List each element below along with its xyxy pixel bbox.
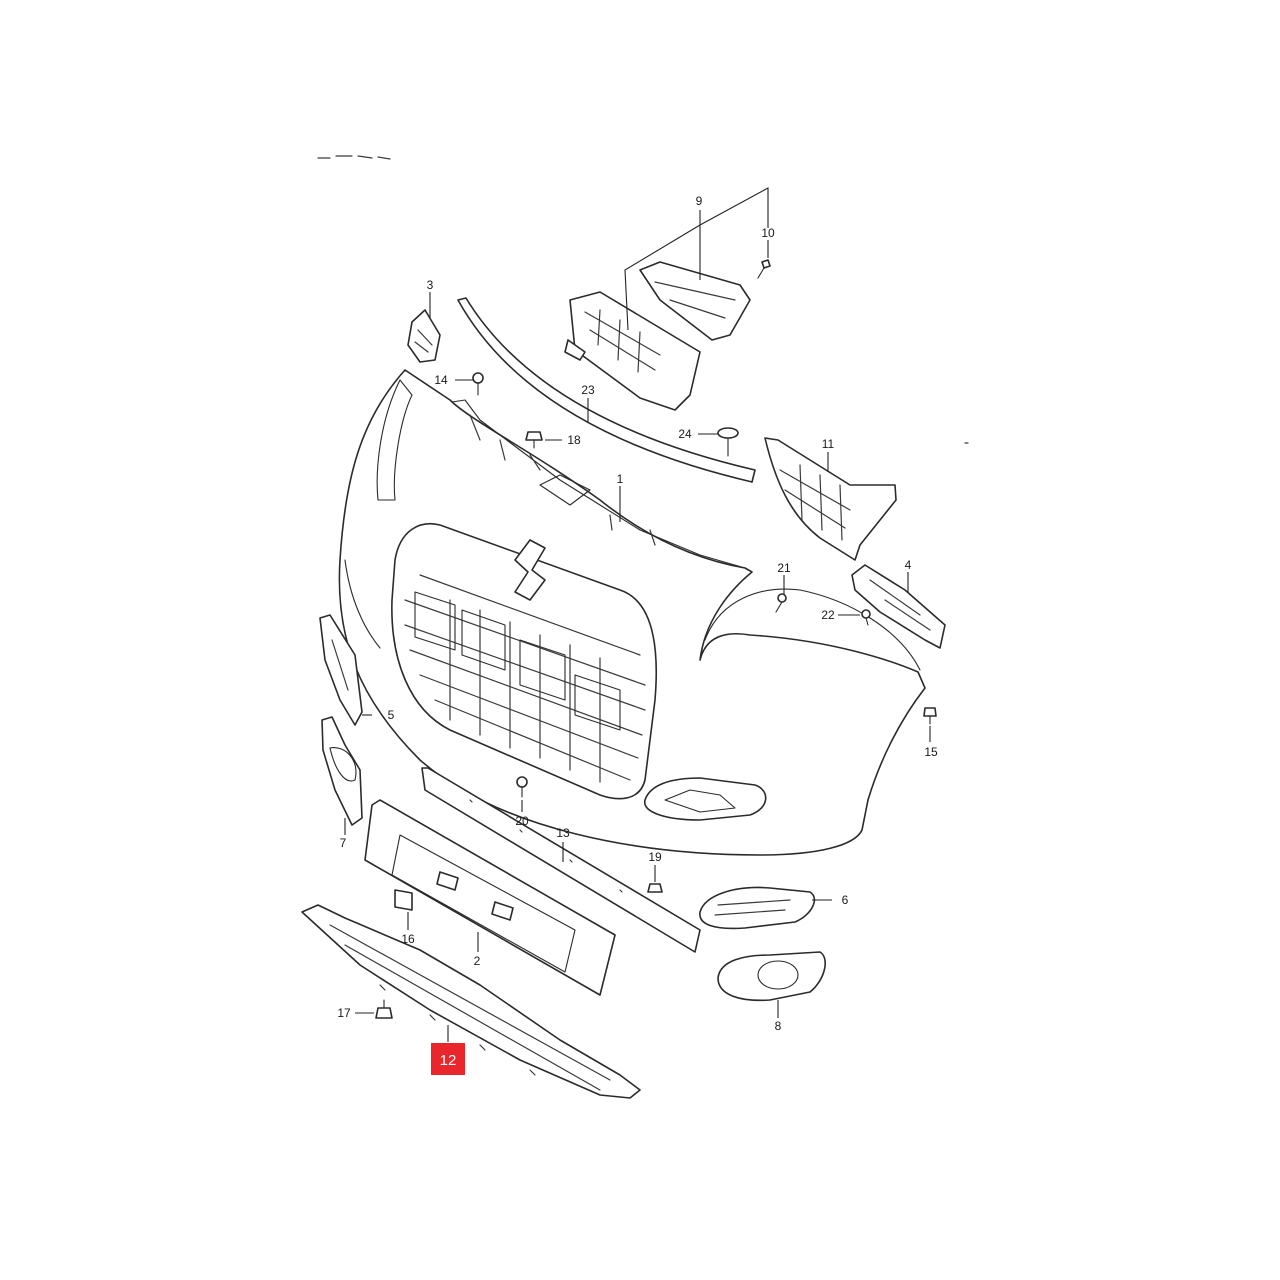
callout-24: 24 bbox=[678, 427, 692, 441]
callout-5: 5 bbox=[388, 708, 395, 722]
part-4-side-retainer bbox=[851, 564, 946, 649]
callout-17: 17 bbox=[337, 1006, 351, 1020]
callout-23: 23 bbox=[581, 383, 595, 397]
callout-6: 6 bbox=[842, 893, 849, 907]
callout-3: 3 bbox=[427, 278, 434, 292]
part-16-clip bbox=[394, 889, 413, 911]
callout-12-highlight: 12 bbox=[431, 1043, 465, 1075]
part-3-left-bracket bbox=[407, 309, 441, 363]
part-5-left-trim bbox=[319, 614, 363, 726]
part-8-fog-cover bbox=[717, 951, 826, 1002]
part-23-upper-molding bbox=[457, 297, 756, 483]
callout-9: 9 bbox=[696, 194, 703, 208]
part-1-bumper-cover bbox=[338, 369, 926, 856]
callout-11: 11 bbox=[822, 437, 835, 451]
callout-21: 21 bbox=[777, 561, 791, 575]
callout-22: 22 bbox=[821, 608, 835, 622]
callout-8: 8 bbox=[775, 1019, 782, 1033]
callout-12: 12 bbox=[440, 1052, 457, 1069]
callout-20: 20 bbox=[515, 814, 529, 828]
callout-16: 16 bbox=[401, 932, 415, 946]
callout-10: 10 bbox=[761, 226, 775, 240]
callout-4: 4 bbox=[905, 558, 912, 572]
callout-7: 7 bbox=[340, 836, 347, 850]
part-7-left-lower-trim bbox=[321, 716, 363, 826]
callout-13: 13 bbox=[556, 826, 570, 840]
part-2-plate-bracket bbox=[364, 799, 616, 996]
part-6-fog-bezel bbox=[699, 886, 816, 930]
highlight-box bbox=[431, 1043, 465, 1075]
part-13-reinforcement bbox=[421, 767, 701, 953]
callout-14: 14 bbox=[434, 373, 448, 387]
callout-1: 1 bbox=[617, 472, 624, 486]
cropped-header-fragment bbox=[317, 155, 391, 160]
callout-15: 15 bbox=[924, 745, 938, 759]
callout-18: 18 bbox=[567, 433, 581, 447]
callout-19: 19 bbox=[648, 850, 662, 864]
callout-labels: 9 10 3 14 23 18 24 11 1 4 21 22 5 15 20 … bbox=[337, 194, 938, 1033]
leader-lines bbox=[344, 187, 931, 1042]
callout-2: 2 bbox=[474, 954, 481, 968]
part-9-upper-bracket bbox=[564, 261, 751, 411]
fasteners bbox=[375, 259, 937, 1019]
part-12-lower-shield bbox=[301, 904, 641, 1099]
part-11-right-bracket bbox=[764, 437, 897, 561]
